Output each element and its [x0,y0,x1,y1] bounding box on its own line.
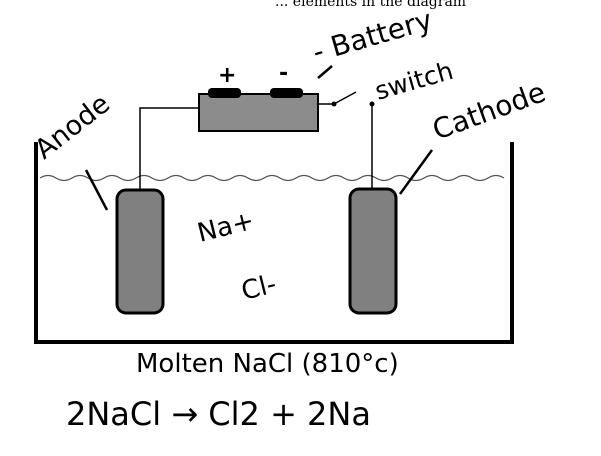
cathode-pointer [398,149,434,195]
anode-wire [139,107,199,192]
battery [198,88,319,132]
sodium-ion-label: Na+ [194,206,257,249]
plus-sign: + [218,63,236,88]
positive-terminal [208,88,241,98]
negative-terminal [270,88,303,98]
melt-surface [39,174,505,182]
battery-pointer [317,65,333,79]
switch-label: switch [372,56,457,106]
reaction-equation: 2NaCl → Cl2 + 2Na [66,395,371,433]
battery-label: - Battery [309,3,436,69]
anode-label: Anode [29,88,116,165]
anode-electrode [115,188,165,315]
cell-container [34,142,514,344]
top-cropped-text: ... elements in the diagram [275,0,466,10]
melt-label: Molten NaCl (810°c) [136,349,399,379]
cathode-electrode [348,187,398,315]
anode-pointer [84,169,109,211]
switch-lever [333,91,357,105]
minus-sign: - [279,61,288,86]
chloride-ion-label: Cl- [238,269,279,307]
